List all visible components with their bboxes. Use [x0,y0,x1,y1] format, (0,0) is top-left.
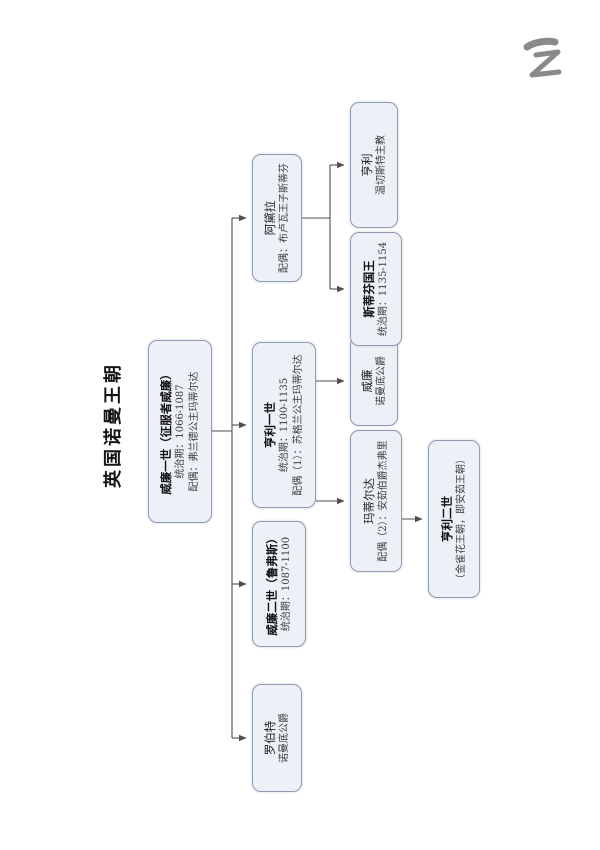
person-spouse: 配偶（2）：安茹伯爵杰弗里 [378,440,390,562]
person-name: 威廉一世（征服者威廉） [158,368,173,495]
person-spouse: 配偶：弗兰德公主玛蒂尔达 [189,371,201,492]
node-adela: 阿黛拉 配偶：布卢瓦王子斯蒂芬 [252,154,302,282]
person-dynasty: （金雀花王朝，即安茹王朝） [456,454,468,584]
person-reign: 统治期：1100-1135 [279,377,291,473]
person-name: 玛蒂尔达 [361,478,376,524]
person-reign: 统治期：1066-1087 [175,384,187,479]
node-william2: 威廉二世（鲁弗斯） 统治期：1087-1100 [252,521,306,647]
person-title: 诺曼底公爵 [279,713,291,763]
diagram-title: 英国诺曼王朝 [103,362,124,488]
person-title: 诺曼底公爵 [376,356,388,406]
handwritten-z-mark-icon [523,37,562,78]
person-name: 亨利一世 [262,402,277,448]
person-name: 亨利 [359,153,374,177]
node-henry-bishop: 亨利 温切斯特主教 [350,102,398,228]
person-name: 罗伯特 [262,720,277,756]
node-matilda: 玛蒂尔达 配偶（2）：安茹伯爵杰弗里 [350,430,402,572]
node-henry1: 亨利一世 统治期：1100-1135 配偶（1）：苏格兰公主玛蒂尔达 [252,342,316,508]
person-name: 阿黛拉 [262,200,277,236]
node-stephen: 斯蒂芬国王 统治期：1135-1154 [350,232,402,346]
node-henry2: 亨利二世 （金雀花王朝，即安茹王朝） [428,440,480,598]
person-name: 威廉 [359,369,374,393]
person-name: 威廉二世（鲁弗斯） [264,532,279,636]
person-spouse: 配偶（1）：苏格兰公主玛蒂尔达 [293,354,305,496]
person-title: 温切斯特主教 [376,135,388,195]
node-william1: 威廉一世（征服者威廉） 统治期：1066-1087 配偶：弗兰德公主玛蒂尔达 [148,340,212,523]
person-reign: 统治期：1135-1154 [378,241,390,337]
person-name: 斯蒂芬国王 [361,260,376,318]
person-spouse: 配偶：布卢瓦王子斯蒂芬 [279,163,291,273]
node-robert: 罗伯特 诺曼底公爵 [252,684,302,792]
node-william-duke: 威廉 诺曼底公爵 [350,336,398,426]
person-reign: 统治期：1087-1100 [281,536,293,632]
person-name: 亨利二世 [439,496,454,542]
